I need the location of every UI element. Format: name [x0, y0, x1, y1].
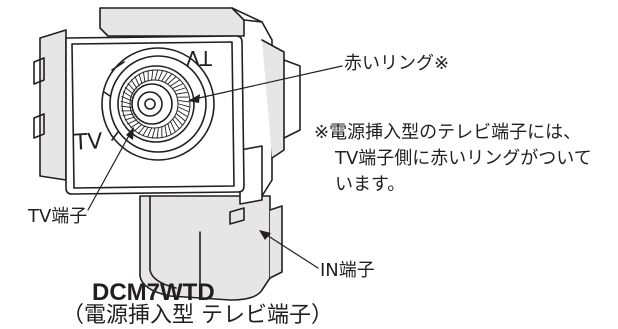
knurl-tick	[124, 116, 136, 121]
face-marking-tv-inverted: TV	[186, 46, 212, 70]
knurl-tick	[151, 127, 156, 139]
label-red-ring: 赤いリング※	[344, 53, 450, 74]
arrowhead-in-terminal	[259, 230, 271, 240]
knurl-tick	[133, 123, 143, 132]
knurl-tick	[124, 86, 134, 95]
label-tv-terminal: TV端子	[28, 206, 88, 227]
knurl-tick	[167, 76, 177, 85]
knurl-tick	[147, 127, 153, 138]
knurl-tick	[172, 83, 183, 89]
knurl-tick	[174, 116, 183, 126]
knurl-tick	[154, 69, 159, 81]
knurl-tick	[127, 119, 138, 125]
note-line-2: TV端子側に赤いリングがついて	[335, 148, 592, 169]
knurl-tick	[170, 79, 180, 87]
knurl-tick	[137, 125, 146, 135]
knurl-tick	[167, 123, 172, 135]
note-line-3: います。	[335, 174, 406, 195]
knurl-tick	[177, 110, 188, 117]
knurl-tick	[120, 105, 132, 108]
leader-tv-terminal	[87, 129, 133, 211]
leader-red-ring	[189, 65, 343, 101]
product-description: （電源挿入型 テレビ端子）	[62, 303, 333, 328]
knurl-tick	[161, 71, 168, 82]
arrowhead-red-ring	[188, 94, 200, 103]
knurl-tick	[156, 127, 159, 139]
knurl-tick	[157, 70, 163, 81]
knurl-tick	[142, 71, 146, 83]
knurl-tick	[134, 76, 140, 87]
knurl-tick	[130, 121, 140, 129]
knurl-tick	[178, 100, 190, 103]
knurl-tick	[142, 126, 149, 137]
leader-in-terminal	[261, 231, 319, 269]
face-marking-tv: TV	[73, 129, 104, 156]
knurl-tick	[122, 113, 134, 117]
knurl-tick	[127, 82, 136, 92]
knurl-tick	[130, 79, 138, 89]
knurl-pattern	[120, 69, 190, 139]
knurl-tick	[172, 119, 180, 129]
knurl-tick	[120, 100, 132, 105]
leader-lines	[87, 65, 343, 269]
knurl-tick	[138, 73, 143, 85]
knurl-tick	[174, 87, 186, 92]
arrowheads	[126, 94, 271, 240]
knurl-tick	[122, 91, 133, 98]
knurl-tick	[164, 73, 173, 83]
label-in-terminal: IN端子	[320, 260, 375, 281]
product-code: DCM7WTD	[92, 279, 215, 306]
knurl-tick	[170, 121, 176, 132]
arrowhead-tv-terminal	[126, 127, 134, 140]
knurl-tick	[121, 96, 132, 102]
knurl-tick	[164, 125, 168, 137]
knurl-tick	[176, 91, 188, 95]
note-line-1: ※電源挿入型のテレビ端子には、	[314, 122, 582, 143]
knurl-tick	[176, 113, 186, 122]
knurl-tick	[178, 106, 189, 112]
knurl-tick	[151, 69, 154, 81]
knurl-tick	[178, 103, 190, 108]
